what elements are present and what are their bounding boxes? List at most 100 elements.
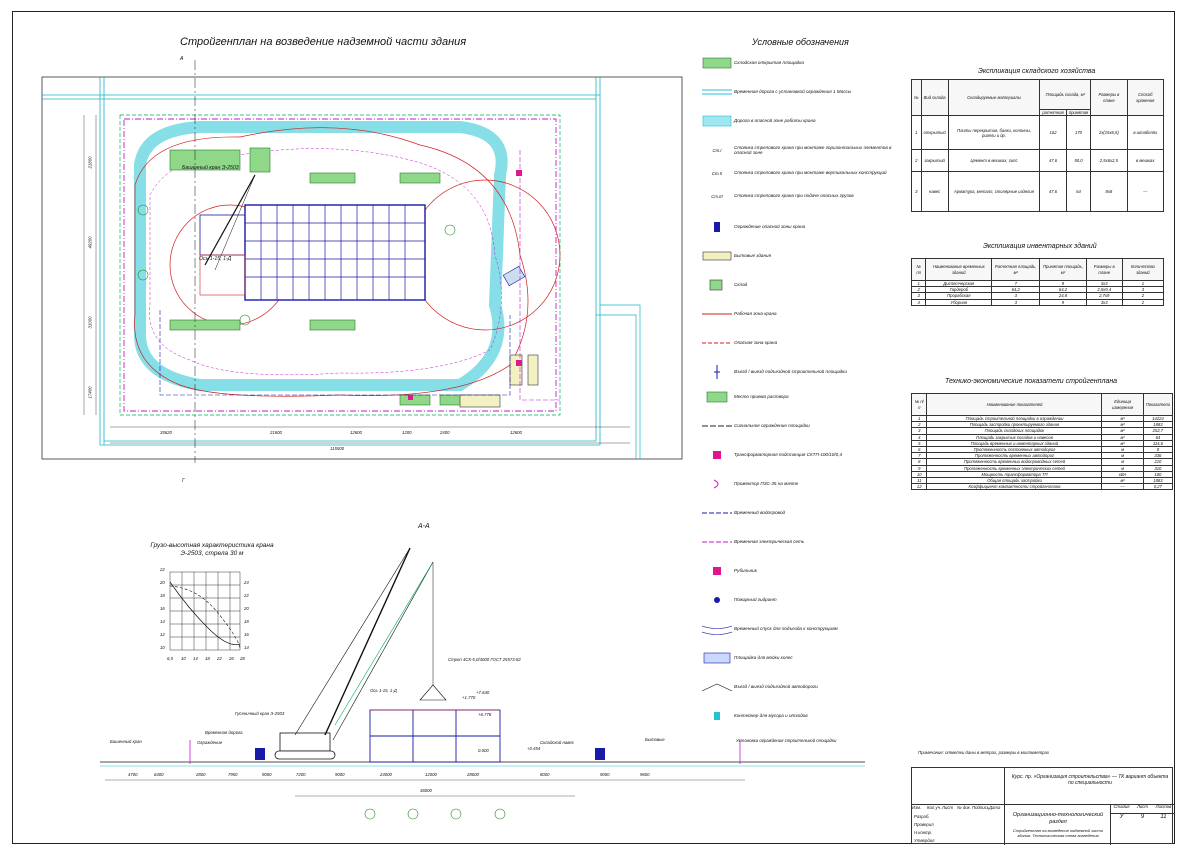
legend-label: Опасная зона крана xyxy=(734,340,778,346)
legend-label: Временная электрическая сеть xyxy=(734,539,805,545)
section-label-5: Строп 4СК-5,0/4000 ГОСТ 25573-82 xyxy=(448,657,521,662)
y-tick-right: 22 xyxy=(244,593,249,598)
th: Площадь склада, м² xyxy=(1039,79,1092,110)
col-label: Подпись xyxy=(972,805,990,810)
th: принятая xyxy=(1065,108,1092,117)
cell: в штабелях xyxy=(1126,115,1164,151)
elevation-4: +1.770 xyxy=(462,695,476,700)
cell: 47,6 xyxy=(1039,149,1067,173)
cell: 3 xyxy=(910,292,927,300)
cell: 5 xyxy=(910,439,928,448)
elevation-3: +0.454 xyxy=(527,746,541,751)
cell: закрытый xyxy=(920,149,949,173)
cell: 47,6 xyxy=(1039,171,1067,213)
cell: 11 xyxy=(910,477,928,485)
legend-item: Прожектор ПЗС-35 на мачте xyxy=(700,476,894,492)
cell: 252,7 xyxy=(1142,427,1174,435)
cell: 10 xyxy=(910,470,928,479)
cell: в мешках xyxy=(1126,149,1164,173)
th: Размеры в плане xyxy=(1090,78,1128,117)
col-label: Кол.уч. xyxy=(927,805,942,810)
legend-item: Контейнер для мусора и отходов xyxy=(700,708,894,724)
legend-label: Стоянка стрелового крана при монтаже гор… xyxy=(734,144,892,156)
section-dim: 4700 xyxy=(128,772,138,777)
legend-label: Бытовые здания xyxy=(734,253,772,259)
cell: 1 xyxy=(910,279,927,288)
dim-left-3: 17400 xyxy=(87,386,93,399)
legend-item: Въезд / выезд подъездной строительной пл… xyxy=(700,364,894,380)
section-dim: 12000 xyxy=(425,772,437,777)
section-dim: 28000 xyxy=(467,772,479,777)
legend-item: Опасная зона крана xyxy=(700,335,894,351)
legend-item: Бытовые здания xyxy=(700,248,894,264)
cell: 2х(15х6,5) xyxy=(1090,115,1128,151)
y-tick: 16 xyxy=(160,606,165,611)
legend-item: Временный водопровод xyxy=(700,505,894,521)
y-tick: 14 xyxy=(160,619,165,624)
section-dim: 9000 xyxy=(335,772,345,777)
warehouse-table-title: Экспликация складского хозяйства xyxy=(978,68,1096,75)
cell: 6 xyxy=(910,445,928,454)
legend-label: Рубильник xyxy=(734,568,757,574)
stage-label: Стадия xyxy=(1113,804,1130,809)
cell: 50,0 xyxy=(1065,149,1092,173)
y-tick: 18 xyxy=(160,593,165,598)
cell: Коэффициент компактности стройгенплана xyxy=(926,483,1103,491)
site-plan xyxy=(41,60,683,463)
cell: 3 xyxy=(910,427,928,435)
cell: 64 xyxy=(1142,433,1174,441)
cell: 24,8 xyxy=(1039,292,1087,300)
legend-label: Пожарный гидрант xyxy=(734,597,777,603)
cell: открытый xyxy=(920,115,949,151)
section-drawing xyxy=(100,547,865,820)
section-dim: 9000 xyxy=(262,772,272,777)
cell: 1 xyxy=(1121,279,1165,288)
dim-bottom-5: 12600 xyxy=(510,430,522,435)
cell: м² xyxy=(1101,433,1144,441)
cell: 12 xyxy=(910,483,928,491)
section-title: А-А xyxy=(418,523,430,530)
cell: 100 xyxy=(1142,470,1174,479)
section-mark-bottom: Г xyxy=(182,478,185,484)
cell: м xyxy=(1101,452,1144,460)
section-dim: 9600 xyxy=(640,772,650,777)
cell: 9 xyxy=(1039,279,1087,288)
cell: 210 xyxy=(1142,458,1174,466)
legend-label: Место приема раствора xyxy=(734,394,789,400)
title-block-left: Изм. Кол.уч. Лист № док. Подпись Дата Ра… xyxy=(912,768,1005,845)
dim-bottom-3: 1200 xyxy=(402,430,412,435)
legend-label: Складская открытая площадка xyxy=(734,60,804,66)
th: № пп xyxy=(910,258,927,281)
y-tick: 12 xyxy=(160,632,165,637)
th: Наименование временных зданий xyxy=(925,258,993,281)
section-dim: 36000 xyxy=(420,788,432,793)
cell: 310 xyxy=(1142,464,1174,472)
cell: м xyxy=(1101,445,1144,454)
legend-label: Стоянка стрелового крана при подаче опас… xyxy=(734,193,854,199)
role-label: Утвердил xyxy=(914,838,935,843)
th: № п/п xyxy=(910,393,928,416)
cell: 9 xyxy=(1039,298,1087,306)
cell: Арматура, металл, столярные изделия xyxy=(947,171,1041,213)
project-name: Курс. пр. «Организация строительства» — … xyxy=(1011,774,1169,786)
cell: 9 xyxy=(910,464,928,472)
y-tick: 20 xyxy=(160,580,165,585)
dim-left-2: 31000 xyxy=(87,316,93,329)
cell: 3х3 xyxy=(1085,298,1123,306)
cell: 0,27 xyxy=(1142,483,1174,491)
cell: м² xyxy=(1101,439,1144,448)
sheets-total: 11 xyxy=(1160,814,1167,820)
y-tick: 22 xyxy=(160,567,165,572)
legend-item: Дорога в опасной зоне работы крана xyxy=(700,113,894,129)
legend-item: Пожарный гидрант xyxy=(700,592,894,608)
x-tick: 18 xyxy=(205,656,210,661)
